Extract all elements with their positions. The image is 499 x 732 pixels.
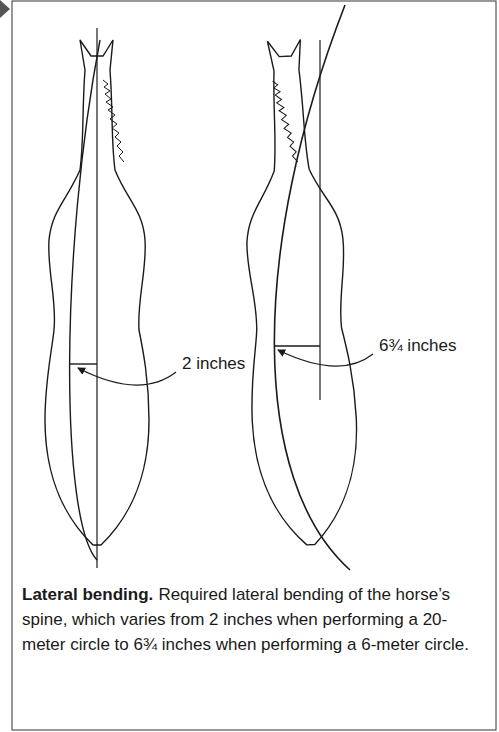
leader-line	[278, 350, 373, 366]
caption-title: Lateral bending.	[22, 585, 153, 604]
leader-line	[78, 368, 176, 385]
frame	[12, 1, 496, 730]
horse-bent	[232, 38, 362, 548]
spine-curve	[70, 40, 100, 560]
dimension-label: 2 inches	[180, 354, 247, 374]
spine-curve	[274, 5, 350, 570]
bend-measure	[274, 345, 320, 346]
dimension-label: 6¾ inches	[377, 336, 459, 356]
bend-measure	[70, 363, 97, 364]
straight-axis	[96, 28, 97, 568]
caption-block: Lateral bending.Required lateral bending…	[22, 582, 484, 657]
corner-marker	[0, 0, 10, 18]
